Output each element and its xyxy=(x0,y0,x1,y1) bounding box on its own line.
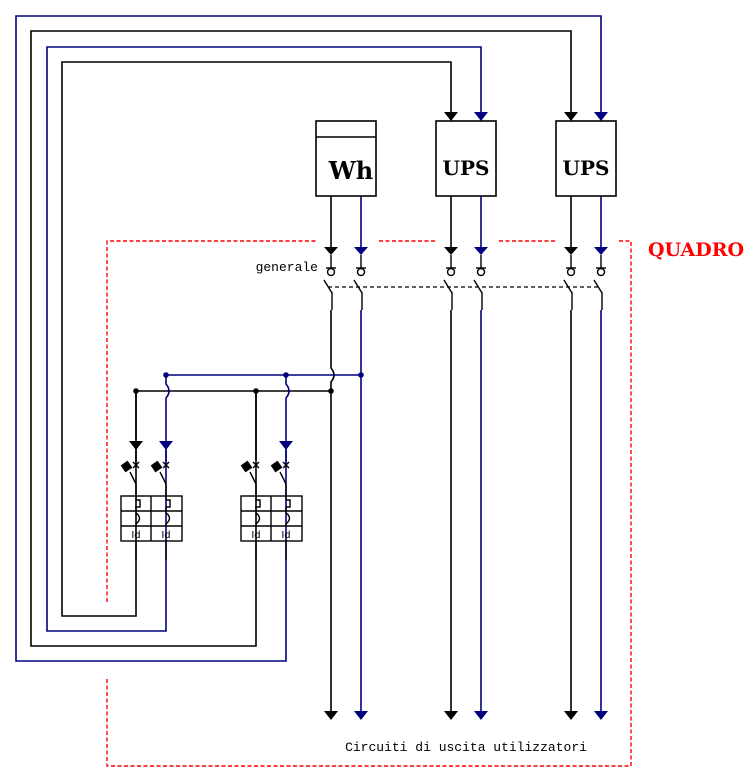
loop-phase-ups1 xyxy=(61,61,452,617)
rcd-breakers: Id Id Id Id xyxy=(120,460,303,560)
output-lines xyxy=(330,310,602,712)
meter-label: Wh xyxy=(328,156,373,185)
main-switch xyxy=(323,255,606,310)
panel-outline xyxy=(106,240,632,767)
main-columns xyxy=(330,196,602,248)
ups-2-label: UPS xyxy=(563,156,610,180)
loop-neutral-ups1 xyxy=(46,46,482,632)
rcd-feeds xyxy=(135,450,287,462)
rcd-id-label: Id xyxy=(131,530,140,541)
ups-2: UPS xyxy=(555,120,617,197)
rcd-input-arrows xyxy=(129,441,293,450)
panel-label: QUADRO xyxy=(648,239,744,261)
rcd-unit-1: Id Id xyxy=(120,460,183,560)
switch-pole xyxy=(323,255,336,310)
switch-input-arrows xyxy=(324,247,608,255)
rcd-id-label: Id xyxy=(281,530,290,541)
ups-input-arrows xyxy=(444,112,608,121)
buses xyxy=(135,374,361,460)
rcd-unit-2: Id Id xyxy=(240,460,303,560)
energy-meter: Wh xyxy=(315,120,377,197)
loop-phase-ups2 xyxy=(30,30,572,647)
ups-1-label: UPS xyxy=(443,156,490,180)
outputs-label: Circuiti di uscita utilizzatori xyxy=(345,740,587,755)
junction-dots xyxy=(133,372,364,394)
rcd-id-label: Id xyxy=(161,530,170,541)
rcd-id-label: Id xyxy=(251,530,260,541)
main-switch-label: generale xyxy=(256,260,318,275)
loop-neutral-ups2 xyxy=(15,15,602,662)
ups-1: UPS xyxy=(435,120,497,197)
output-arrows xyxy=(324,711,608,720)
feed-loops xyxy=(15,15,602,662)
